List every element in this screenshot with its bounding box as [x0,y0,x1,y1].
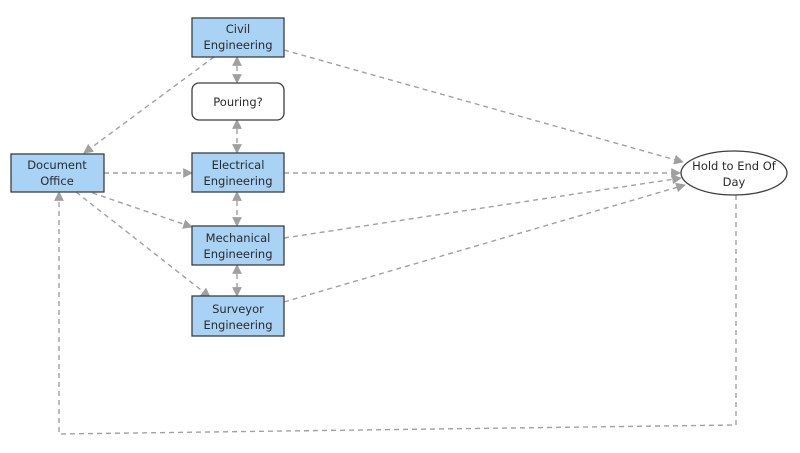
node-label-line: Electrical [212,158,265,172]
edge-document-surveyor [75,191,211,298]
node-surveyor-engineering[interactable]: Surveyor Engineering [191,295,285,337]
node-civil-engineering[interactable]: Civil Engineering [191,17,285,58]
node-label-line: Document [27,158,87,172]
edge-hold-document-loop [54,191,737,435]
node-label-line: Civil [226,22,250,36]
node-label-line: Pouring? [213,95,262,109]
edge-document-mechanical [83,189,193,229]
node-pouring-decision[interactable]: Pouring? [191,82,285,121]
node-label-line: Engineering [204,174,273,188]
node-electrical-engineering[interactable]: Electrical Engineering [191,152,285,193]
node-label-line: Surveyor [212,302,264,316]
node-label-line: Hold to End Of [692,159,777,173]
edge-surveyor-hold [283,182,686,303]
edge-civil-hold [283,49,684,165]
node-label-line: Day [723,175,746,189]
node-label-line: Mechanical [206,231,271,245]
edge-mechanical-hold [283,174,682,239]
node-hold-to-end-of-day[interactable]: Hold to End Of Day [680,150,788,196]
edges [54,49,737,435]
node-label-line: Engineering [204,247,273,261]
node-mechanical-engineering[interactable]: Mechanical Engineering [191,225,285,266]
node-label-line: Office [40,174,74,188]
node-label-line: Engineering [204,318,273,332]
node-document-office[interactable]: Document Office [10,153,105,193]
node-label-line: Engineering [204,38,273,52]
